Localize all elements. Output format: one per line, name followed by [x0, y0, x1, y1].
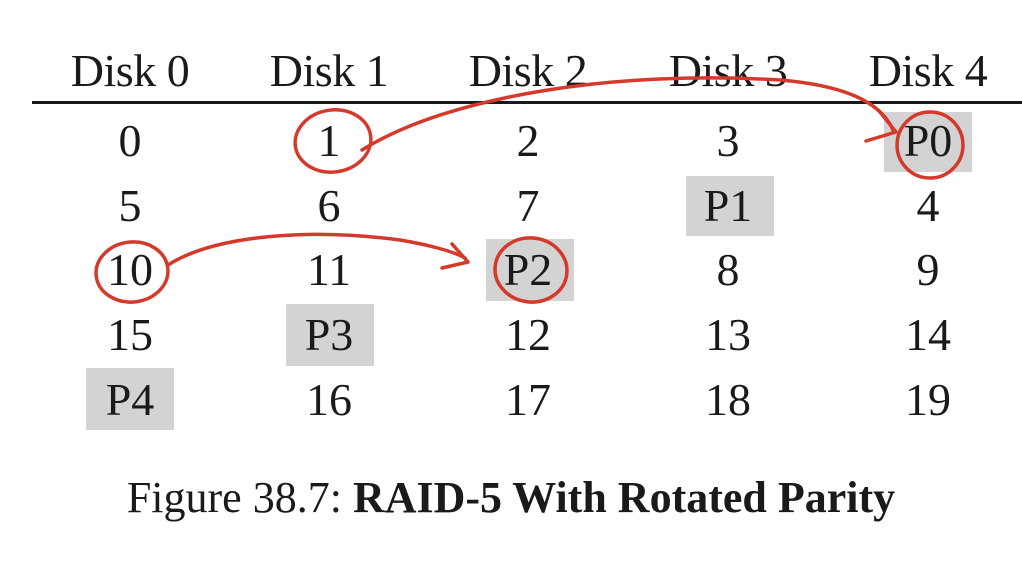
parity-cell: P4	[105, 374, 155, 425]
parity-highlight-p1	[686, 176, 774, 236]
parity-cell: P3	[304, 309, 354, 360]
figure-caption: Figure 38.7: RAID-5 With Rotated Parity	[0, 470, 1022, 526]
block-cell: 15	[107, 309, 153, 360]
parity-cell: P1	[703, 180, 753, 231]
block-cell: 1	[317, 115, 341, 166]
block-cell: 5	[118, 180, 142, 231]
block-cell: 19	[905, 374, 951, 425]
disk-header: Disk 1	[269, 45, 389, 96]
block-cell: 18	[705, 374, 751, 425]
disk-header: Disk 0	[70, 45, 190, 96]
block-cell: 12	[505, 309, 551, 360]
header-rule	[32, 101, 1022, 104]
block-cell: 9	[916, 244, 940, 295]
block-cell: 3	[716, 115, 740, 166]
disk-header: Disk 4	[868, 45, 988, 96]
parity-cell: P2	[503, 244, 553, 295]
block-cell: 6	[317, 180, 341, 231]
parity-highlight-p3	[286, 304, 374, 366]
parity-highlight-p4	[86, 368, 174, 430]
caption-prefix: Figure 38.7:	[126, 473, 342, 522]
block-cell: 17	[505, 374, 551, 425]
block-cell: 2	[516, 115, 540, 166]
block-cell: 16	[306, 374, 352, 425]
block-cell: 14	[905, 309, 951, 360]
block-cell: 7	[516, 180, 540, 231]
disk-header: Disk 3	[668, 45, 788, 96]
parity-cell: P0	[903, 115, 953, 166]
block-cell: 4	[916, 180, 940, 231]
block-cell: 0	[118, 115, 142, 166]
caption-title: RAID-5 With Rotated Parity	[352, 473, 896, 522]
block-cell: 8	[716, 244, 740, 295]
block-cell: 11	[306, 244, 352, 295]
disk-header: Disk 2	[468, 45, 588, 96]
block-cell: 10	[107, 244, 153, 295]
block-cell: 13	[705, 309, 751, 360]
